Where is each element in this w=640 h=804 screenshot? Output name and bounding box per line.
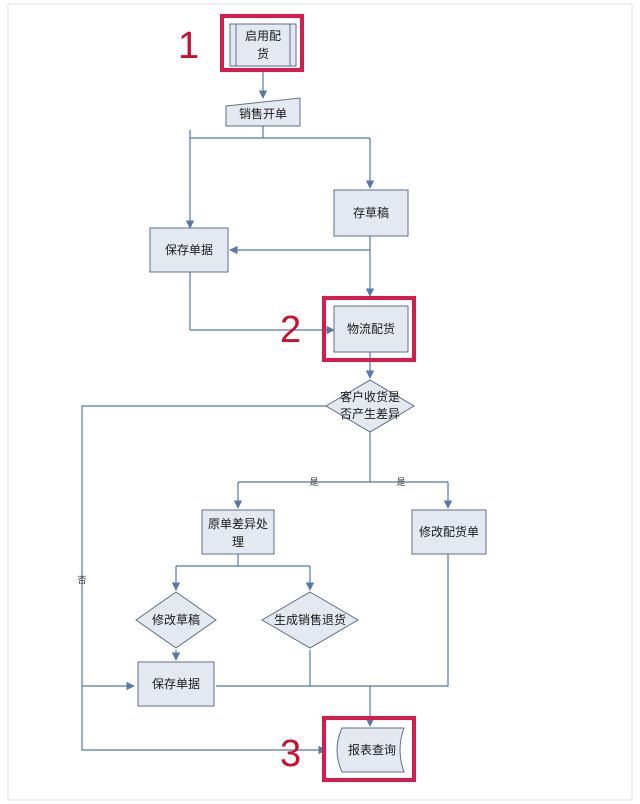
modify-alloc-label: 修改配货单: [419, 524, 479, 539]
node-save-doc: 保存单据: [149, 227, 229, 273]
edge-label-no: 否: [77, 575, 86, 586]
edge-label-yes-left: 是: [309, 477, 318, 488]
save-draft-label: 存草稿: [353, 205, 389, 220]
highlight-logistics: [322, 296, 416, 362]
node-orig-diff: 原单差异处 理: [201, 509, 275, 555]
highlight-report: [322, 716, 416, 782]
node-logistics: 物流配货: [333, 305, 409, 353]
node-modify-alloc: 修改配货单: [411, 509, 487, 555]
logistics-label: 物流配货: [347, 321, 395, 336]
node-save-draft: 存草稿: [333, 189, 409, 237]
highlights: [220, 14, 416, 782]
start-label-line2: 货: [257, 46, 269, 61]
modify-draft-label: 修改草稿: [152, 612, 200, 627]
node-sales-order: 销售开单: [225, 97, 301, 127]
edge-save-to-logistics: [189, 272, 335, 335]
edge-label-yes-right: 是: [396, 477, 405, 488]
node-modify-draft: 修改草稿: [135, 591, 217, 649]
node-start: 启用配 货: [229, 23, 297, 67]
edge-no-branch: [81, 405, 328, 755]
report-label: 报表查询: [348, 742, 396, 757]
gen-return-label: 生成销售退货: [274, 612, 346, 627]
start-label-line1: 启用配: [245, 29, 281, 43]
marker-1: 1: [178, 25, 199, 67]
node-gen-return: 生成销售退货: [261, 591, 359, 649]
sales-order-label: 销售开单: [239, 106, 287, 121]
marker-2: 2: [280, 309, 301, 351]
node-report: 报表查询: [336, 727, 405, 773]
save-doc-2-label: 保存单据: [152, 677, 200, 691]
page-border: [7, 3, 633, 801]
node-decision: 客户收货是 否产生差异: [325, 379, 415, 433]
node-save-doc-2: 保存单据: [137, 661, 215, 707]
orig-diff-label-line2: 理: [232, 535, 244, 549]
highlight-start: [220, 14, 304, 72]
marker-3: 3: [280, 733, 301, 775]
save-doc-label: 保存单据: [165, 243, 213, 257]
orig-diff-label-line1: 原单差异处: [208, 517, 268, 531]
decision-label-line1: 客户收货是: [340, 389, 400, 404]
edge-modalloc-down: [370, 554, 449, 687]
decision-label-line2: 否产生差异: [340, 407, 400, 421]
